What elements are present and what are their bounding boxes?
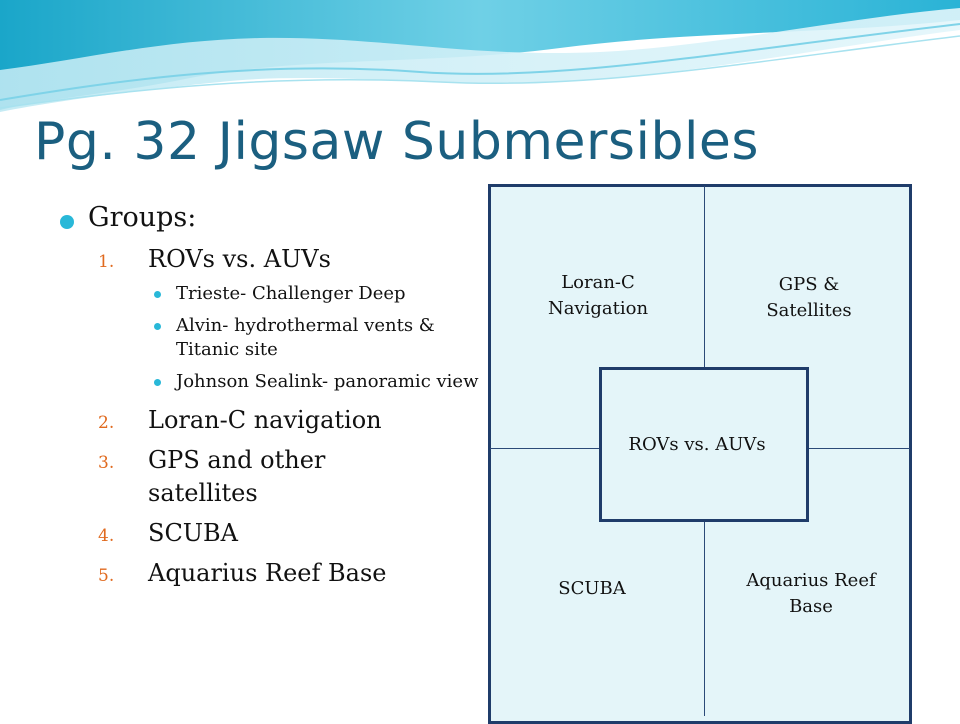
sub-list: Trieste- Challenger Deep Alvin- hydrothe…: [148, 282, 480, 394]
list-item: 3. GPS and other satellites: [60, 444, 480, 510]
bullet-icon: [60, 215, 74, 229]
list-item-text: Loran-C navigation: [148, 406, 382, 434]
list-item-text: Aquarius Reef Base: [148, 559, 387, 587]
sub-list-item: Trieste- Challenger Deep: [148, 282, 480, 306]
sub-list-item: Alvin- hydrothermal vents & Titanic site: [148, 314, 480, 362]
list-number: 1.: [98, 252, 115, 272]
sub-list-item-text: Johnson Sealink- panoramic view: [176, 371, 479, 392]
list-number: 3.: [98, 453, 115, 473]
list-item: 2. Loran-C navigation: [60, 404, 480, 437]
wave-header-decoration: [0, 0, 960, 112]
diagram-cell-center: ROVs vs. AUVs: [628, 434, 766, 455]
sub-bullet-icon: [154, 379, 161, 386]
list-item-text: GPS and other satellites: [148, 446, 326, 507]
list-item: 4. SCUBA: [60, 517, 480, 550]
diagram-cell-bottom-right: Aquarius Reef Base: [746, 570, 876, 617]
bullet-list: Groups: 1. ROVs vs. AUVs Trieste- Challe…: [60, 202, 480, 590]
groups-heading: Groups:: [60, 202, 480, 233]
diagram-cell-bottom-left: SCUBA: [558, 578, 626, 599]
list-item-text: ROVs vs. AUVs: [148, 245, 331, 273]
list-item-text: SCUBA: [148, 519, 238, 547]
sub-list-item-text: Trieste- Challenger Deep: [176, 283, 406, 304]
list-number: 2.: [98, 413, 115, 433]
diagram-center-box: ROVs vs. AUVs: [599, 367, 809, 522]
list-number: 4.: [98, 526, 115, 546]
list-item: 1. ROVs vs. AUVs Trieste- Challenger Dee…: [60, 243, 480, 394]
diagram-cell-top-left: Loran-C Navigation: [547, 272, 649, 319]
slide-title: Pg. 32 Jigsaw Submersibles: [34, 112, 760, 172]
sub-list-item-text: Alvin- hydrothermal vents & Titanic site: [176, 315, 435, 360]
list-item: 5. Aquarius Reef Base: [60, 557, 480, 590]
sub-bullet-icon: [154, 323, 161, 330]
numbered-list: 1. ROVs vs. AUVs Trieste- Challenger Dee…: [60, 243, 480, 590]
list-number: 5.: [98, 566, 115, 586]
groups-label: Groups:: [88, 202, 197, 233]
sub-list-item: Johnson Sealink- panoramic view: [148, 370, 480, 394]
diagram-cell-top-right: GPS & Satellites: [766, 274, 852, 321]
sub-bullet-icon: [154, 291, 161, 298]
